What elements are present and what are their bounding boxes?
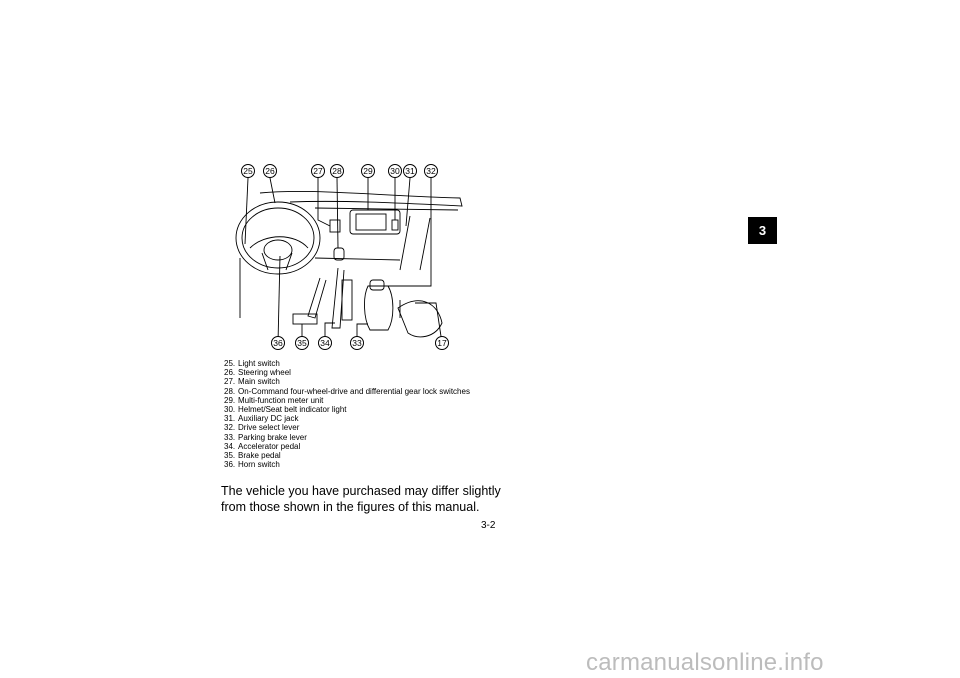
svg-text:34: 34 <box>320 338 330 348</box>
callout-26: 26 <box>263 164 277 178</box>
svg-text:33: 33 <box>352 338 362 348</box>
legend-item: 26.Steering wheel <box>224 368 470 377</box>
legend-text: Brake pedal <box>238 451 281 461</box>
callout-30: 30 <box>388 164 402 178</box>
callout-36: 36 <box>271 336 285 350</box>
legend-text: Horn switch <box>238 460 280 470</box>
disclaimer-note: The vehicle you have purchased may diffe… <box>221 484 501 514</box>
svg-text:27: 27 <box>313 166 323 176</box>
callout-28: 28 <box>330 164 344 178</box>
svg-text:36: 36 <box>273 338 283 348</box>
legend-item: 25.Light switch <box>224 359 470 368</box>
callout-29: 29 <box>361 164 375 178</box>
legend-text: Accelerator pedal <box>238 441 301 451</box>
page-number: 3-2 <box>481 520 496 531</box>
legend-text: Helmet/Seat belt indicator light <box>238 405 347 415</box>
legend-text: Steering wheel <box>238 368 291 378</box>
legend-item: 27.Main switch <box>224 377 470 386</box>
legend-number: 30. <box>224 405 236 415</box>
legend-item: 36.Horn switch <box>224 460 470 469</box>
legend-item: 32.Drive select lever <box>224 423 470 432</box>
legend-number: 35. <box>224 451 236 461</box>
callout-34: 34 <box>318 336 332 350</box>
watermark: carmanualsonline.info <box>586 649 824 676</box>
callout-17: 17 <box>435 336 449 350</box>
callout-33: 33 <box>350 336 364 350</box>
legend-number: 29. <box>224 395 236 405</box>
svg-text:35: 35 <box>297 338 307 348</box>
callout-31: 31 <box>403 164 417 178</box>
chapter-tab: 3 <box>748 217 777 244</box>
legend-number: 36. <box>224 460 236 470</box>
legend-text: Auxiliary DC jack <box>238 414 299 424</box>
callout-32: 32 <box>424 164 438 178</box>
legend-text: Main switch <box>238 377 280 387</box>
legend-number: 31. <box>224 414 236 424</box>
legend-item: 31.Auxiliary DC jack <box>224 414 470 423</box>
legend-item: 35.Brake pedal <box>224 451 470 460</box>
legend-item: 30.Helmet/Seat belt indicator light <box>224 405 470 414</box>
legend-number: 28. <box>224 386 236 396</box>
legend-item: 33.Parking brake lever <box>224 433 470 442</box>
legend-text: Multi-function meter unit <box>238 395 324 405</box>
svg-text:17: 17 <box>437 338 447 348</box>
legend-text: Drive select lever <box>238 423 300 433</box>
dashboard-diagram: 25 26 27 28 29 30 31 32 36 35 34 33 17 <box>235 164 463 350</box>
legend-list: 25.Light switch 26.Steering wheel 27.Mai… <box>224 359 470 469</box>
legend-item: 34.Accelerator pedal <box>224 442 470 451</box>
legend-number: 33. <box>224 432 236 442</box>
legend-number: 27. <box>224 377 236 387</box>
legend-text: Light switch <box>238 359 280 368</box>
callout-35: 35 <box>295 336 309 350</box>
legend-number: 32. <box>224 423 236 433</box>
callout-25-top: 25 <box>241 164 255 178</box>
legend-item: 28.On-Command four-wheel-drive and diffe… <box>224 387 470 396</box>
svg-text:30: 30 <box>390 166 400 176</box>
legend-text: On-Command four-wheel-drive and differen… <box>238 386 470 396</box>
svg-text:32: 32 <box>426 166 436 176</box>
legend-text: Parking brake lever <box>238 432 307 442</box>
svg-text:29: 29 <box>363 166 373 176</box>
legend-number: 34. <box>224 441 236 451</box>
svg-text:28: 28 <box>332 166 342 176</box>
svg-text:26: 26 <box>265 166 275 176</box>
svg-text:31: 31 <box>405 166 415 176</box>
callout-27: 27 <box>311 164 325 178</box>
legend-item: 29.Multi-function meter unit <box>224 396 470 405</box>
legend-number: 26. <box>224 368 236 378</box>
svg-text:25: 25 <box>243 166 253 176</box>
legend-number: 25. <box>224 359 236 368</box>
